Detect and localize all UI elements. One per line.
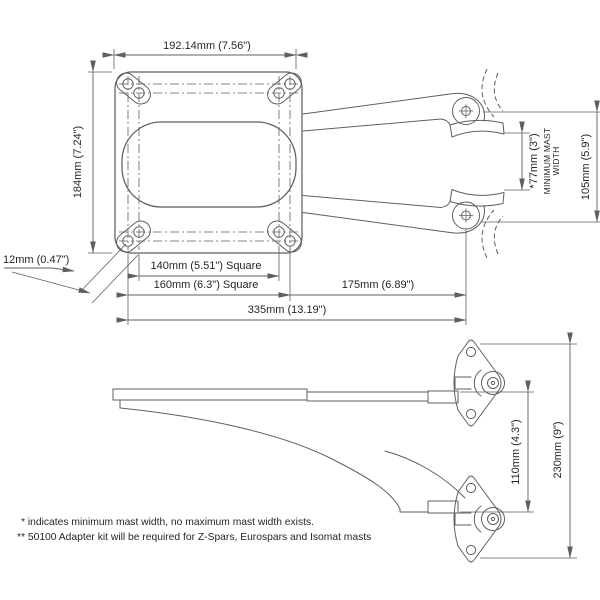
upper-clamp-socket: [427, 390, 459, 404]
dim-outer-square-label: 160mm (6.3") Square: [154, 279, 259, 291]
footnotes: * indicates minimum mast width, no maxim…: [17, 517, 371, 543]
mast-note-line1: MINIMUM MAST: [542, 128, 552, 195]
gusset-inner-curve: [384, 450, 466, 499]
boss-flange-arc: [473, 369, 482, 397]
clamp-arms: [302, 92, 505, 234]
dim-mast-width-label: *77mm (3"): [528, 133, 540, 188]
pivot-center: [490, 516, 496, 522]
dim-plate-height: 184mm (7.24"): [72, 60, 112, 254]
side-plate-bar: [112, 388, 308, 401]
hole-pad-top-left: [116, 72, 151, 105]
upper-pivot: [452, 97, 480, 125]
gusset-outer-curve: [119, 407, 429, 513]
dim-pivot-span-label: 105mm (5.9"): [580, 134, 592, 200]
corner-hole-pads: [116, 72, 302, 253]
dim-hole-diameter: 12mm (0.47"): [3, 243, 139, 304]
dim-plate-height-label: 184mm (7.24"): [72, 126, 84, 198]
clamp-bolt: [454, 376, 472, 390]
dim-overall-height-label: 230mm (9"): [552, 421, 564, 478]
dim-plate-width: 192.14mm (7.56"): [102, 40, 308, 69]
lower-clamp-pad: [449, 189, 505, 207]
lower-arm-inner-edge: [302, 195, 451, 208]
hole-pad-bottom-right: [267, 220, 302, 253]
dim-pivot-span: 105mm (5.9"): [481, 100, 600, 223]
dim-mast-width: *77mm (3") MINIMUM MAST WIDTH: [504, 121, 561, 195]
hole-pad-bottom-left: [116, 220, 151, 253]
lower-bracket-side: [453, 475, 505, 563]
bracket-hole-top: [465, 346, 477, 358]
centerlines: [119, 76, 298, 250]
dim-inner-square: 140mm (5.51") Square: [127, 248, 280, 281]
clamp-bolt: [454, 512, 472, 526]
upper-arm-inner-edge: [302, 118, 451, 132]
upper-arm-outer-edge: [302, 92, 485, 122]
bracket-hole-bottom: [465, 544, 477, 556]
side-view: 110mm (4.3") 230mm (9"): [112, 332, 577, 563]
upper-clamp-pad: [449, 119, 505, 138]
pivot-boss: [481, 507, 505, 531]
pivot-center: [490, 380, 496, 386]
dim-bracket-gap: 110mm (4.3"): [460, 380, 534, 513]
top-view-dimensions: 192.14mm (7.56") 184mm (7.24") 12mm (0.4…: [3, 40, 600, 325]
lower-arm-outer-edge: [302, 205, 485, 234]
lower-pivot-crosshair: [458, 208, 474, 223]
top-view: 192.14mm (7.56") 184mm (7.24") 12mm (0.4…: [3, 40, 600, 325]
dim-inner-square-label: 140mm (5.51") Square: [151, 260, 262, 272]
footnote-adapter-kit: ** 50100 Adapter kit will be required fo…: [17, 532, 371, 543]
upper-bracket-side: [453, 339, 505, 427]
mast-note-line2: WIDTH: [551, 147, 561, 176]
bracket-hole-top: [465, 482, 477, 494]
mast-dashed-outline: [481, 68, 504, 259]
side-view-dimensions: 110mm (4.3") 230mm (9"): [460, 332, 577, 559]
dim-outer-square: 160mm (6.3") Square: [116, 248, 291, 325]
side-plate-and-gusset: [112, 388, 466, 514]
boss-flange-arc: [473, 505, 482, 533]
dim-mast-offset-label: 175mm (6.89"): [342, 279, 414, 291]
bracket-hole-bottom: [465, 408, 477, 420]
bracket-body: [453, 475, 502, 563]
dim-hole-label: 12mm (0.47"): [3, 254, 69, 266]
hole-pad-top-right: [267, 72, 302, 105]
upper-pivot-crosshair: [458, 103, 474, 119]
pivot-bolt-head: [487, 377, 499, 389]
pivot-boss: [481, 371, 505, 395]
dim-mast-offset: 175mm (6.89"): [278, 229, 467, 325]
mount-plate-outline: [114, 71, 303, 254]
footnote-mast-width: * indicates minimum mast width, no maxim…: [21, 517, 314, 528]
pivot-bolt-head: [487, 513, 499, 525]
dim-total-length-label: 335mm (13.19"): [248, 304, 327, 316]
upper-arm-side: [306, 391, 429, 402]
lower-clamp-socket: [427, 500, 459, 514]
dim-total-length: 335mm (13.19"): [116, 304, 467, 323]
plate-center-cutout: [121, 121, 297, 208]
bracket-body: [453, 339, 502, 427]
dim-plate-width-label: 192.14mm (7.56"): [163, 40, 251, 52]
dim-bracket-gap-label: 110mm (4.3"): [510, 419, 522, 484]
dim-overall-height: 230mm (9"): [480, 332, 577, 559]
